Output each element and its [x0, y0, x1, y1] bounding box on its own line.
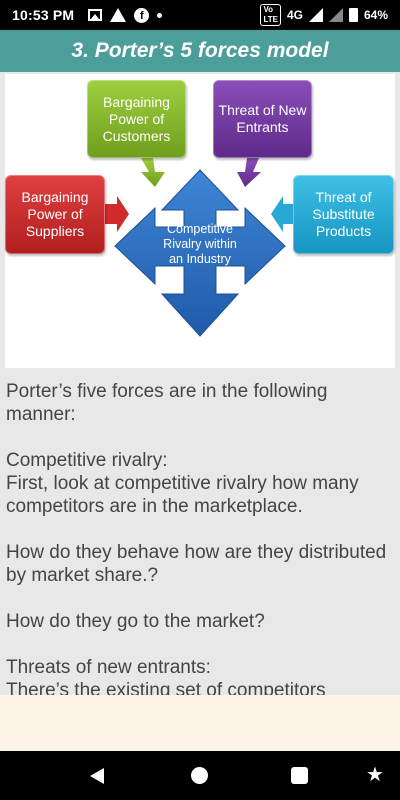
article-body: Porter’s five forces are in the followin…	[0, 372, 400, 695]
page-header: 3. Porter’s 5 forces model	[0, 30, 400, 72]
signal-icon	[308, 8, 323, 22]
customers-arrow	[141, 158, 165, 187]
paragraph: Threats of new entrants: There’s the exi…	[6, 657, 326, 695]
image-icon	[88, 9, 103, 21]
notification-icons: f	[88, 7, 163, 23]
back-icon[interactable]	[90, 768, 104, 784]
paragraph: How do they behave how are they distribu…	[6, 542, 387, 586]
signal-empty-icon	[328, 8, 343, 22]
page-title: 3. Porter’s 5 forces model	[71, 39, 329, 62]
home-icon[interactable]	[191, 767, 208, 784]
recents-icon[interactable]	[291, 767, 308, 784]
competitive-rivalry-label: Competitive Rivalry within an Industry	[163, 222, 237, 266]
accessibility-icon[interactable]: ★	[366, 764, 384, 786]
network-type: 4G	[286, 8, 303, 22]
dot-icon	[157, 12, 163, 18]
paragraph: Porter’s five forces are in the followin…	[6, 381, 328, 425]
ad-banner[interactable]	[0, 695, 400, 751]
substitutes-arrow	[271, 196, 293, 232]
new-entrants-box: Threat of New Entrants	[213, 80, 312, 158]
suppliers-box: Bargaining Power of Suppliers	[5, 175, 105, 254]
battery-icon	[348, 8, 358, 22]
paragraph: Competitive rivalry: First, look at comp…	[6, 450, 359, 517]
paragraph: How do they go to the market?	[6, 611, 265, 632]
status-time: 10:53 PM	[12, 7, 75, 23]
battery-percent: 64%	[363, 8, 388, 22]
substitutes-box: Threat of Substitute Products	[293, 175, 394, 254]
porters-five-forces-diagram: Bargaining Power of Customers Threat of …	[5, 74, 395, 368]
entrants-arrow	[237, 158, 261, 187]
customers-box: Bargaining Power of Customers	[87, 80, 186, 158]
competitive-rivalry-arrow	[114, 169, 286, 337]
system-nav-bar: ★	[0, 751, 400, 800]
suppliers-arrow	[105, 196, 129, 232]
facebook-icon: f	[134, 7, 150, 23]
diagram-arrows	[105, 158, 293, 337]
warning-icon	[110, 8, 127, 22]
